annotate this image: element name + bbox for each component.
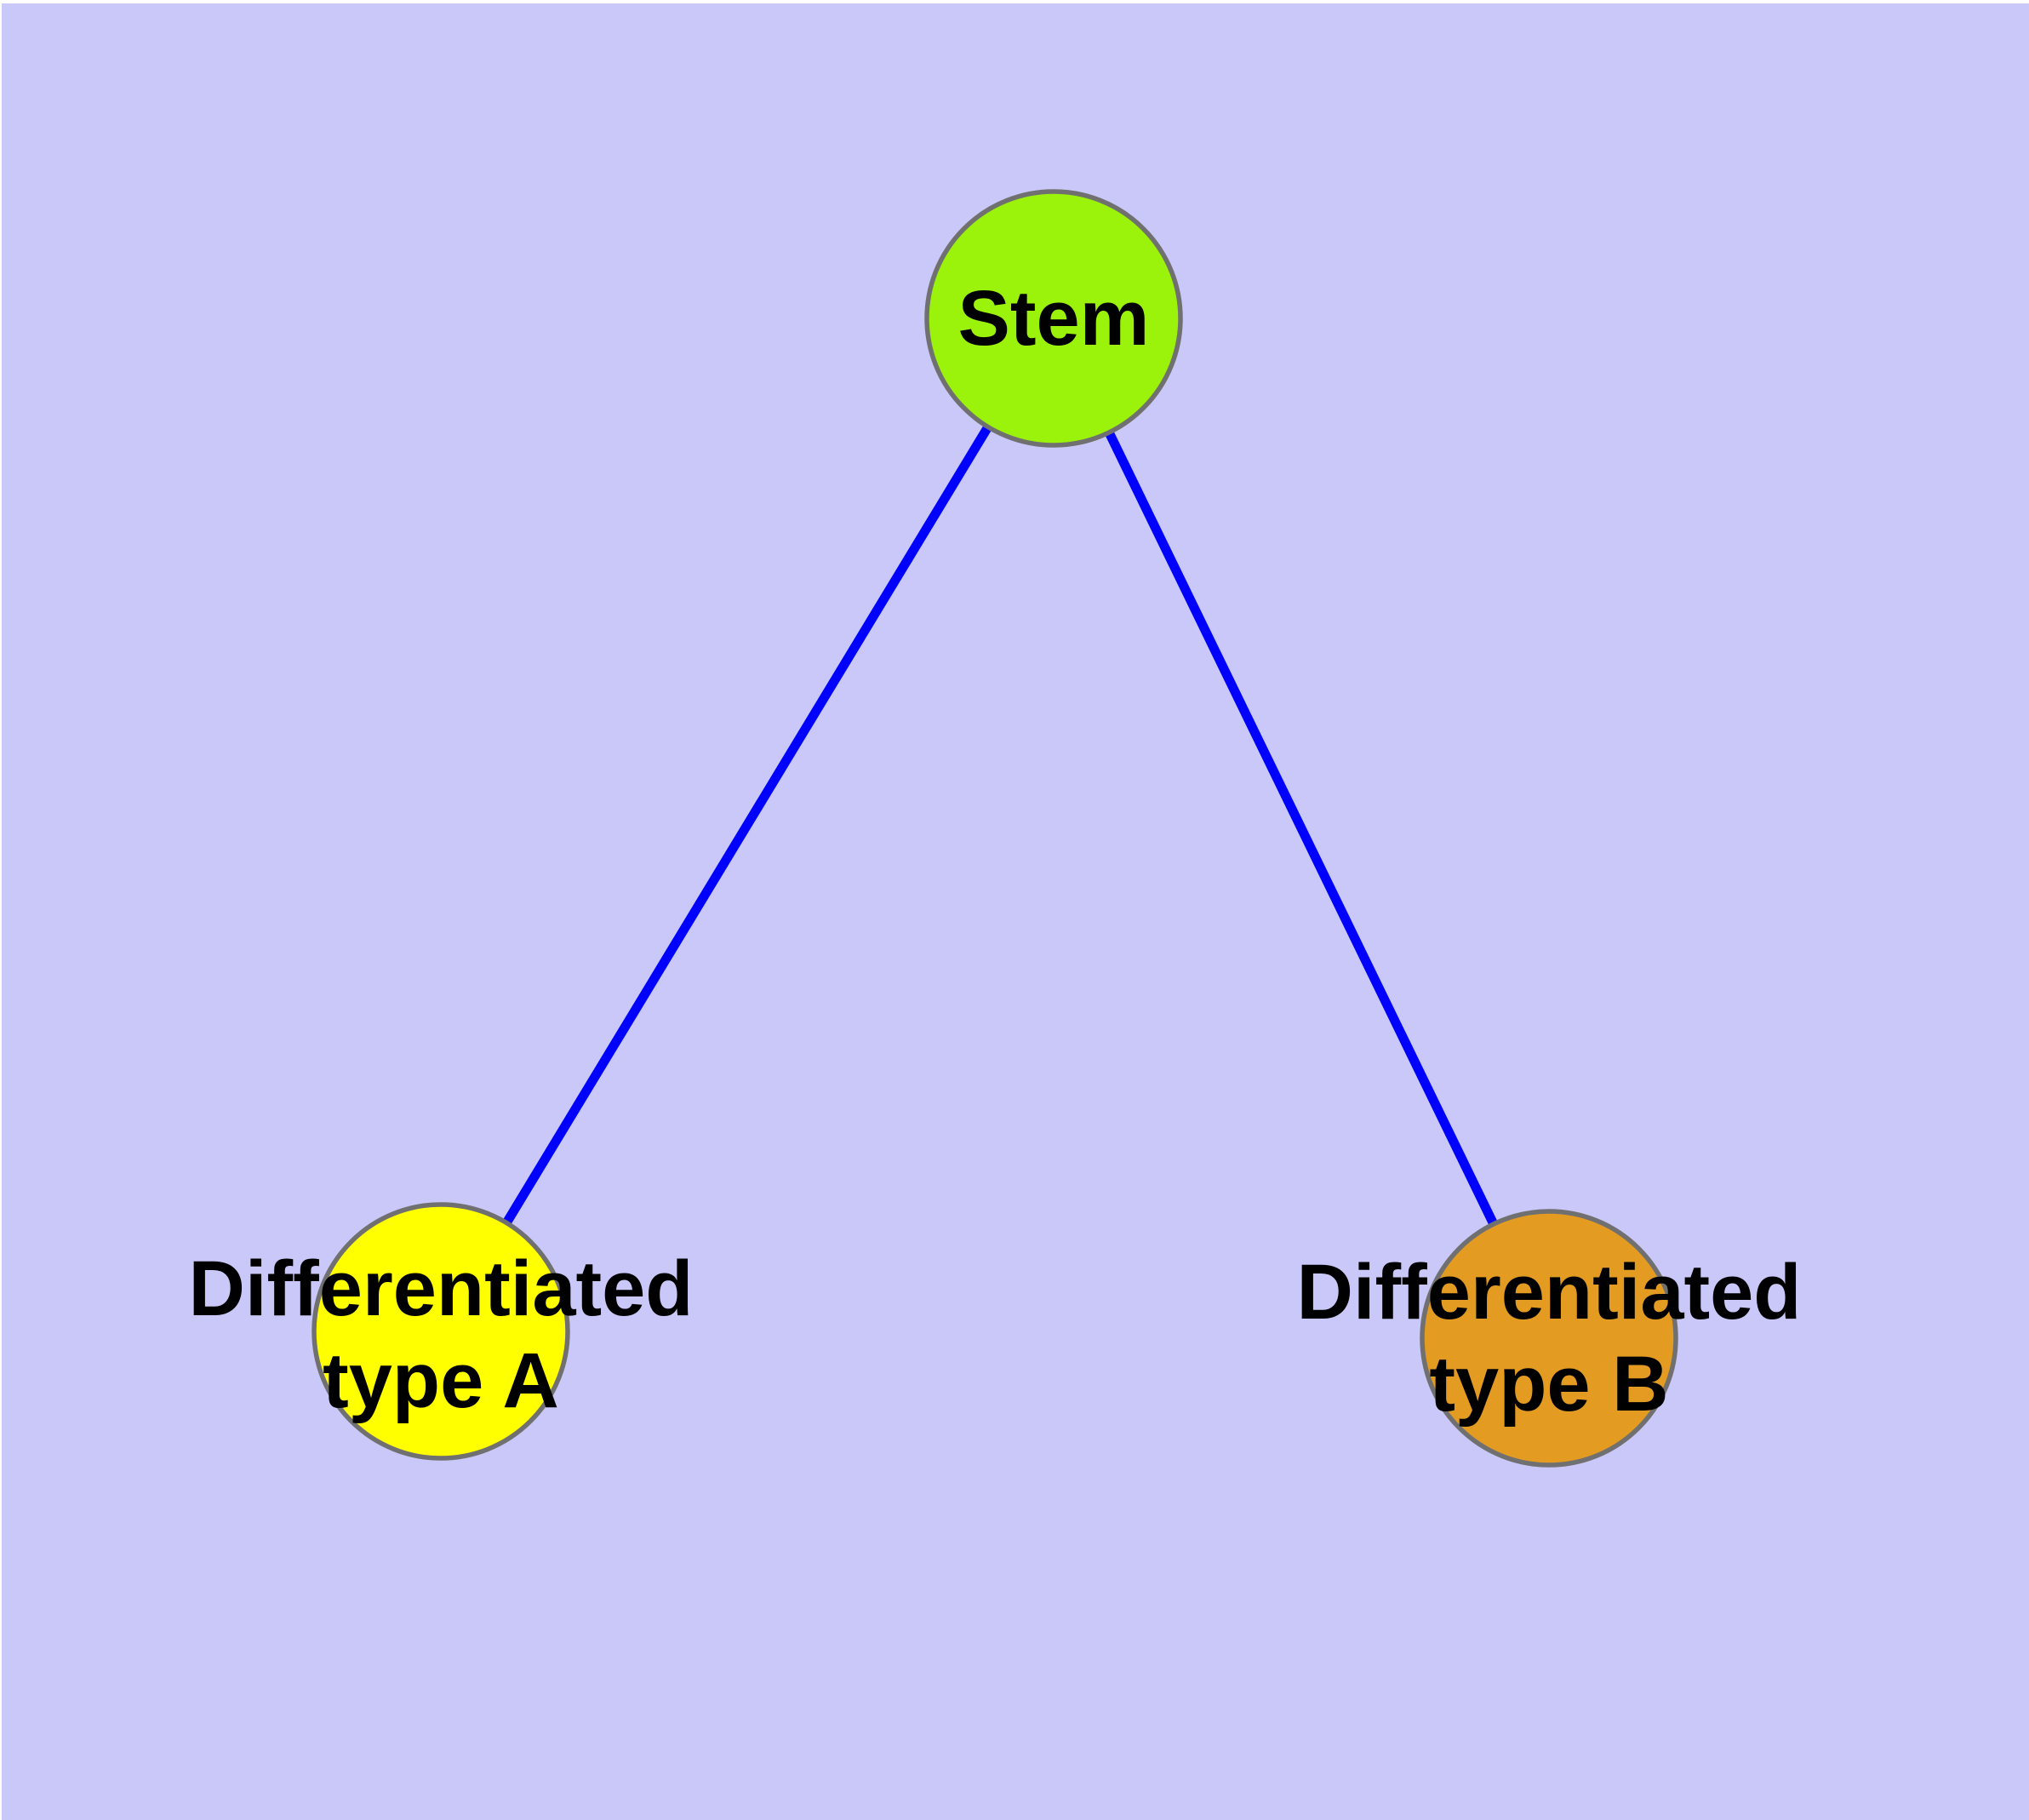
node-stem-circle xyxy=(924,189,1183,448)
node-stem-label: Stem xyxy=(958,272,1150,364)
node-type-b-label-line2: type B xyxy=(1429,1341,1669,1428)
node-type-a-label-line1: Differentiated xyxy=(188,1245,694,1332)
edge-stem-to-type-a xyxy=(437,316,1058,1334)
node-stem-label-text: Stem xyxy=(957,275,1150,362)
node-type-a-circle xyxy=(311,1202,570,1461)
node-type-a-label-line2: type A xyxy=(323,1337,559,1424)
node-type-b-circle xyxy=(1420,1209,1678,1468)
node-type-b-label: Differentiated type B xyxy=(1297,1246,1802,1430)
edge-stem-to-type-b xyxy=(1049,316,1553,1341)
node-type-a-label: Differentiated type A xyxy=(189,1243,694,1427)
node-type-b-label-line1: Differentiated xyxy=(1296,1249,1802,1336)
